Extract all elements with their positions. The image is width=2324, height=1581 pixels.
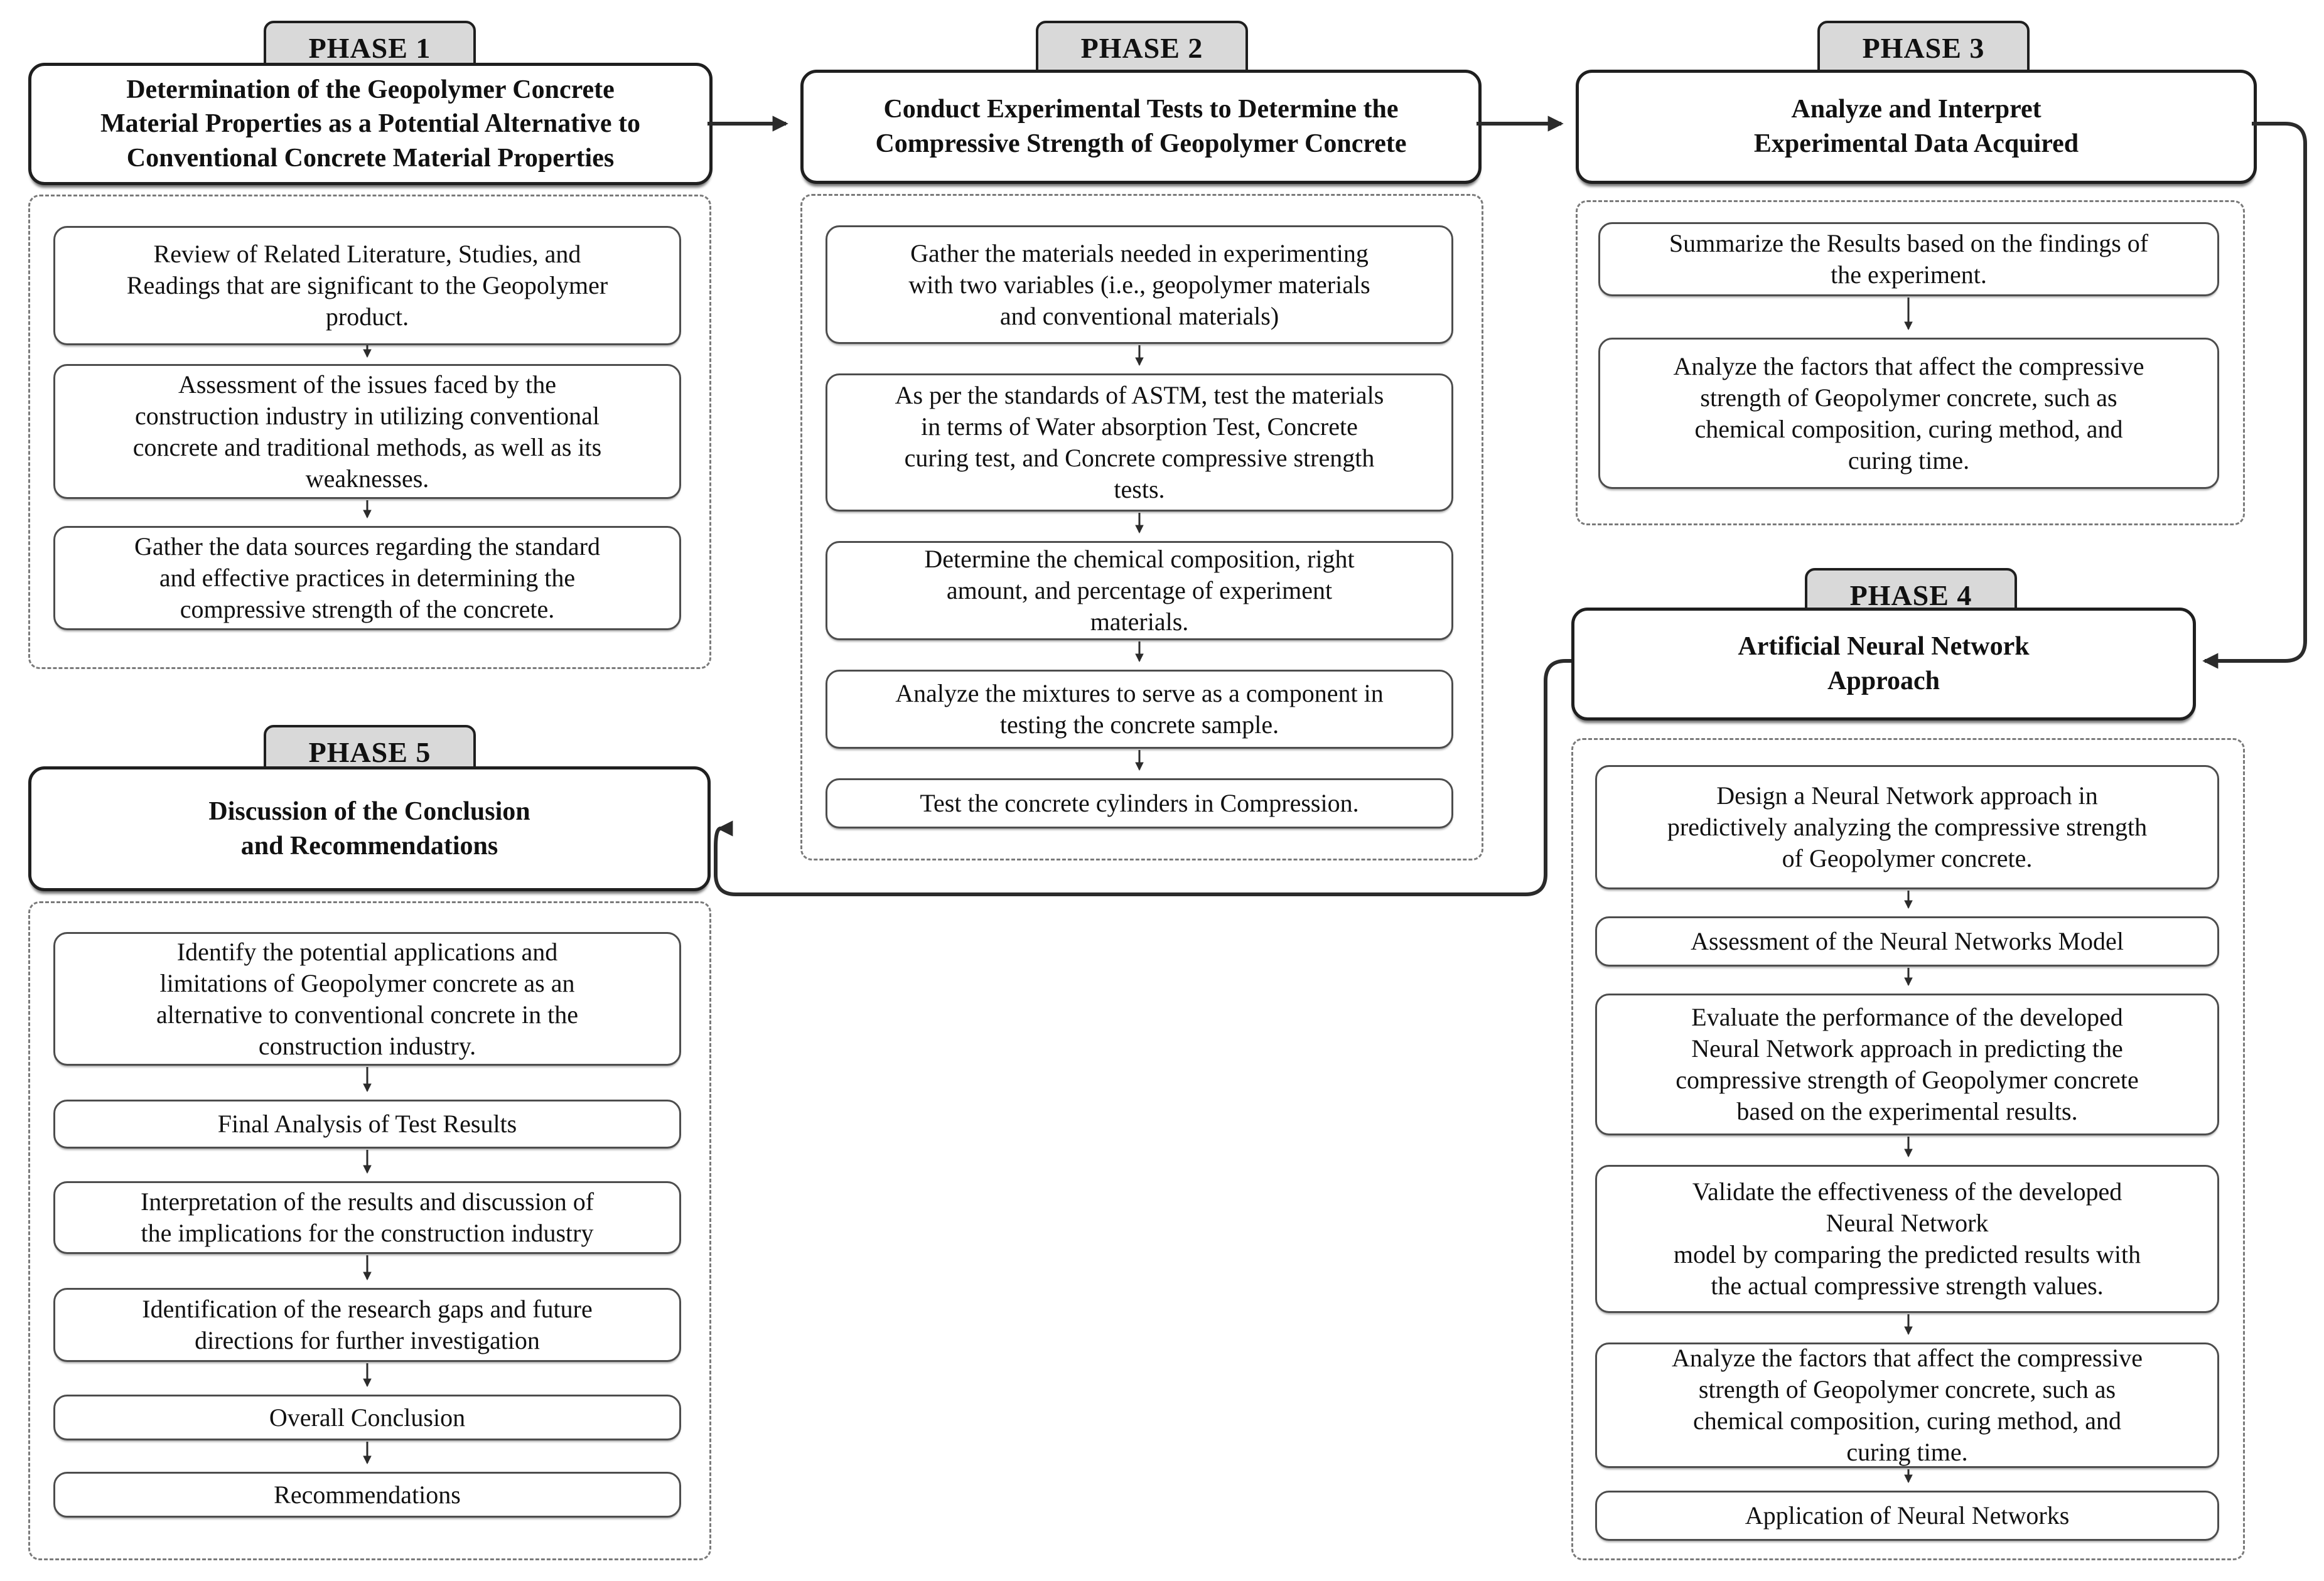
phase2-step-4: Analyze the mixtures to serve as a compo… xyxy=(826,670,1453,749)
phase1-step-1: Review of Related Literature, Studies, a… xyxy=(53,226,681,345)
phase4-step-3: Evaluate the performance of the develope… xyxy=(1595,994,2219,1135)
phase2-title: Conduct Experimental Tests to Determine … xyxy=(800,70,1482,184)
phase2-step-1: Gather the materials needed in experimen… xyxy=(826,225,1453,344)
phase4-step-2: Assessment of the Neural Networks Model xyxy=(1595,916,2219,967)
phase5-step-6: Recommendations xyxy=(53,1472,681,1518)
phase4-step-6: Application of Neural Networks xyxy=(1595,1491,2219,1541)
phase5-step-1: Identify the potential applications and … xyxy=(53,932,681,1066)
phase1-step-3: Gather the data sources regarding the st… xyxy=(53,526,681,630)
phase3-step-1: Summarize the Results based on the findi… xyxy=(1598,222,2219,296)
phase4-step-4: Validate the effectiveness of the develo… xyxy=(1595,1165,2219,1313)
phase2-step-5: Test the concrete cylinders in Compressi… xyxy=(826,778,1453,828)
phase5-title: Discussion of the Conclusion and Recomme… xyxy=(28,766,711,891)
phase4-title: Artificial Neural Network Approach xyxy=(1571,608,2196,721)
phase1-steps-container xyxy=(28,195,711,669)
phase3-step-2: Analyze the factors that affect the comp… xyxy=(1598,338,2219,489)
phase5-step-2: Final Analysis of Test Results xyxy=(53,1100,681,1149)
phase1-title: Determination of the Geopolymer Concrete… xyxy=(28,63,713,185)
phase3-title: Analyze and Interpret Experimental Data … xyxy=(1576,70,2257,184)
phase2-tab: PHASE 2 xyxy=(1036,21,1248,75)
phase5-steps-container xyxy=(28,901,711,1560)
phase3-tab: PHASE 3 xyxy=(1817,21,2030,75)
phase2-step-2: As per the standards of ASTM, test the m… xyxy=(826,373,1453,512)
phase4-step-5: Analyze the factors that affect the comp… xyxy=(1595,1343,2219,1468)
phase5-step-4: Identification of the research gaps and … xyxy=(53,1288,681,1362)
phase5-step-5: Overall Conclusion xyxy=(53,1395,681,1440)
phase4-step-1: Design a Neural Network approach in pred… xyxy=(1595,765,2219,889)
phase5-step-3: Interpretation of the results and discus… xyxy=(53,1181,681,1254)
phase1-step-2: Assessment of the issues faced by the co… xyxy=(53,364,681,499)
phase4-steps-container xyxy=(1571,738,2245,1560)
phase2-step-3: Determine the chemical composition, righ… xyxy=(826,541,1453,640)
